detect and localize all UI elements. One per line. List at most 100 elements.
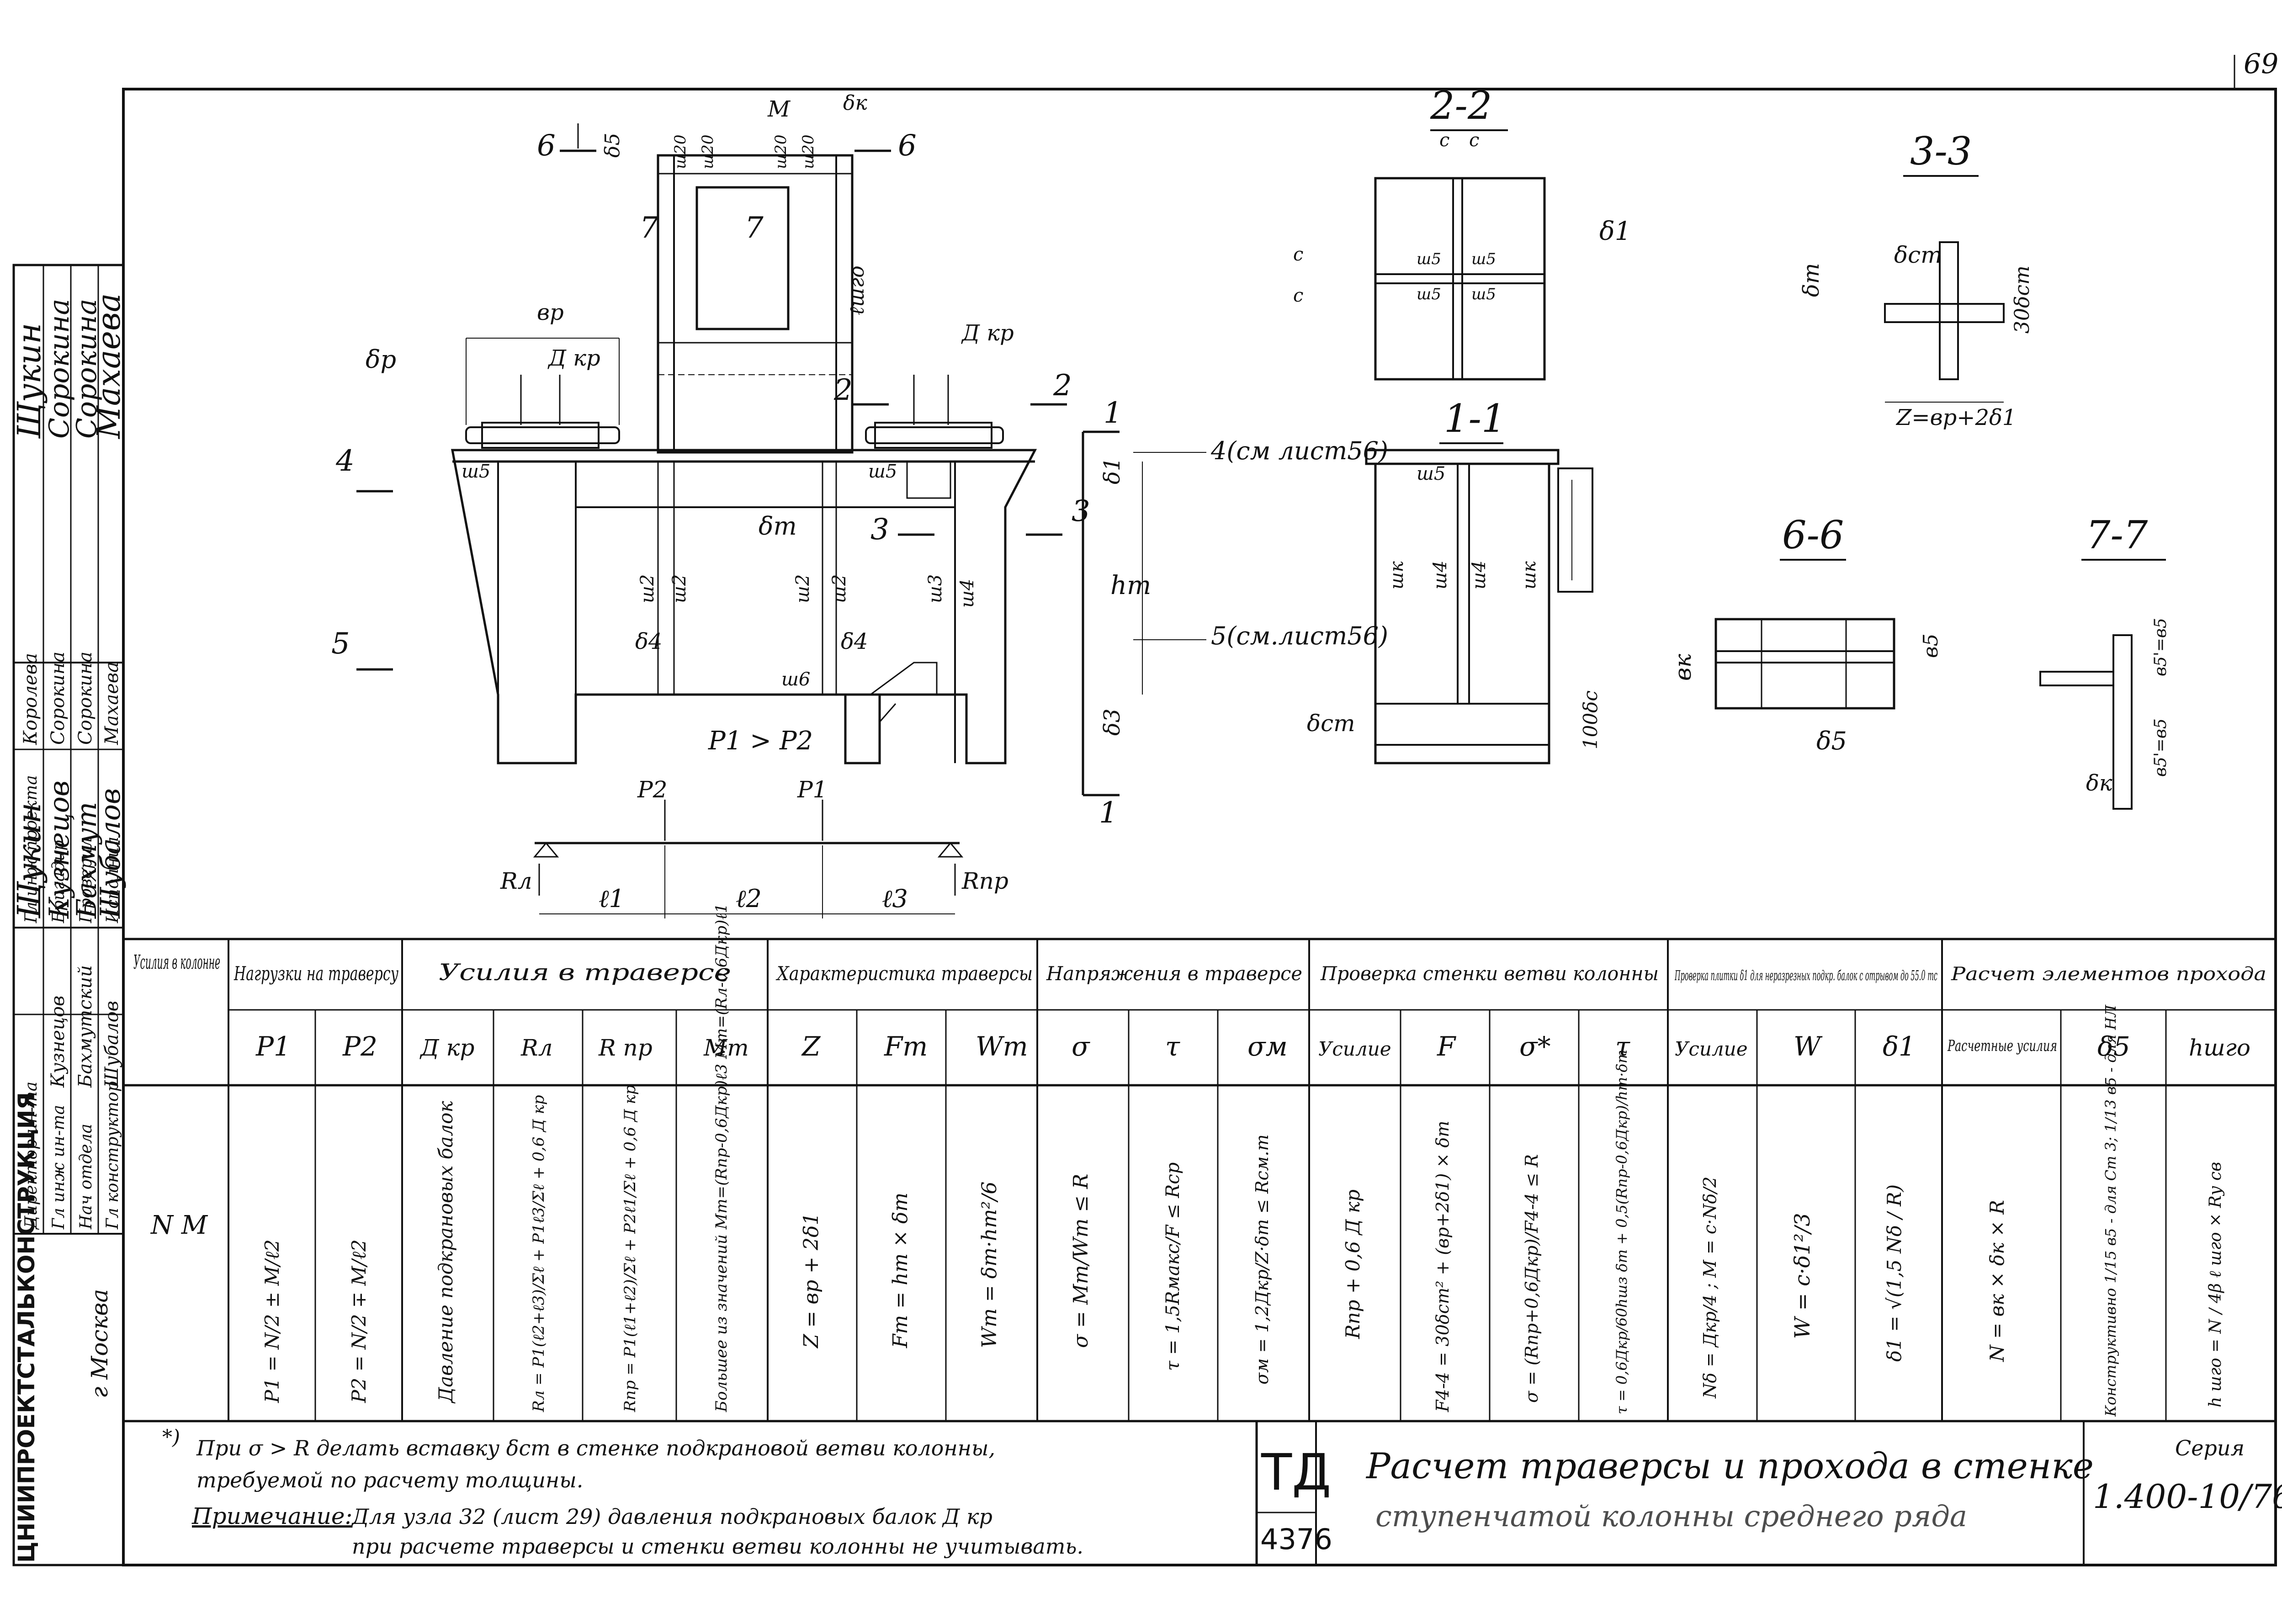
scheme-r-left: Rл <box>500 868 532 894</box>
label-sh5-right: ш5 <box>868 461 897 482</box>
stamp-name-3: Шубалов <box>101 1001 122 1088</box>
sub-dkr: Д кр <box>419 1035 474 1061</box>
cell-mt: Большее из значений Mт=(Rпр-0,6Дкр)ℓ3 Mт… <box>712 903 731 1412</box>
label-sh5-22-3: ш5 <box>1417 285 1441 303</box>
label-p1-gt-p2: P1 > P2 <box>708 726 813 756</box>
group-stresses: Напряжения в траверсе <box>1046 962 1302 985</box>
label-sh2-1: ш2 <box>637 574 658 603</box>
stamp-role-3: Нач отдела <box>77 1124 96 1230</box>
cut-7-left: 7 <box>640 211 658 245</box>
label-delta-st-33: δст <box>1894 242 1942 268</box>
cut-1-bottom: 1 <box>1099 796 1118 830</box>
section-2-2-title: 2-2 <box>1430 83 1492 128</box>
sub-w: W <box>1794 1031 1823 1062</box>
label-z-formula: Z=вр+2δ1 <box>1895 405 2016 430</box>
section-1-1: 1-1 ш5 шк ш4 ш4 шк δст 100δс <box>1307 396 1602 764</box>
sub-delta5: δ5 <box>2097 1031 2130 1062</box>
td-mark: ТД <box>1261 1443 1331 1502</box>
signature-7: Бахмут <box>71 802 103 919</box>
label-b-k-66: вк <box>1670 654 1696 681</box>
stamp-city: г Москва <box>86 1289 113 1398</box>
group-loads: Нагрузки на траверсу <box>234 962 398 985</box>
label-delta-k-77: δк <box>2086 770 2112 796</box>
stamp-role-1: Директор ин-та <box>22 1082 41 1230</box>
label-sh5-22-4: ш5 <box>1471 285 1496 303</box>
label-delta5-66: δ5 <box>1816 727 1847 755</box>
sub-delta1: δ1 <box>1883 1031 1916 1062</box>
label-delta-k-top: δк <box>843 91 867 115</box>
stamp-role-2: Гл инж ин-та <box>49 1105 68 1230</box>
section-7-7: 7-7 в5'=в5 в5'=в5 δк <box>2039 513 2170 810</box>
label-shk-11-1: шк <box>1386 561 1407 589</box>
label-delta5-top: δ5 <box>601 133 624 158</box>
cell-tau-2: τ = 0,6Дкр/60hшз δт + 0,5(Rпр-0,6Дкр)/hт… <box>1613 1050 1630 1414</box>
cell-delta1: δ1 = √(1,5 Nδ / R) <box>1883 1184 1905 1362</box>
label-30-delta-st: 30δст <box>2011 265 2034 334</box>
cut-6-left: 6 <box>537 129 556 163</box>
sub-h-shgo: hшго <box>2189 1035 2250 1061</box>
label-sh5-11: ш5 <box>1417 463 1445 484</box>
section-3-3: 3-3 δт δст 30δст Z=вр+2δ1 <box>1799 129 2034 430</box>
scheme-l1: ℓ1 <box>599 884 625 913</box>
label-c-22-4: c <box>1293 285 1303 306</box>
cell-p2: P2 = N/2 ∓ M/ℓ2 <box>348 1239 370 1403</box>
title-line-1: Расчет траверсы и прохода в стенке <box>1365 1446 2094 1487</box>
label-sh20-2: ш20 <box>699 135 717 169</box>
sub-p1: P1 <box>255 1031 291 1062</box>
stamp-block: ЦНИИПРОЕКТСТАЛЬКОНСТРУКЦИЯ г Москва Дире… <box>11 264 127 1566</box>
sub-force-1: Усилие <box>1318 1038 1391 1060</box>
cut-4-note: 4(см лист56) <box>1210 436 1388 465</box>
scheme-r-right: Rпр <box>961 868 1008 894</box>
signature-8: Шубалов <box>95 788 127 919</box>
stamp-name-5: Сорокина <box>48 652 69 745</box>
group-col-forces: Усилия в колонне <box>133 951 220 973</box>
cell-wall-force: Rпр + 0,6 Д кр <box>1342 1189 1364 1339</box>
label-sh20-1: ш20 <box>671 135 690 169</box>
label-delta4-right: δ4 <box>841 629 868 654</box>
page-number: 69 <box>2244 48 2278 80</box>
section-2-2: 2-2 c c c c δ1 ш5 ш5 ш5 ш5 <box>1293 83 1631 381</box>
sub-z: Z <box>801 1031 821 1062</box>
label-delta-t: δт <box>759 512 797 541</box>
sub-sigma-m: σм <box>1247 1031 1288 1062</box>
label-delta1-elev: δ1 <box>1099 457 1125 484</box>
stamp-role-6: Бригадир <box>49 840 68 923</box>
label-sh6: ш6 <box>781 669 810 690</box>
sub-wt: Wт <box>976 1031 1028 1062</box>
sub-tau-2: τ <box>1615 1031 1630 1062</box>
scheme-l3: ℓ3 <box>882 884 908 913</box>
sub-force-2: Усилие <box>1675 1038 1748 1060</box>
title-block: ТД 4376 Расчет траверсы и прохода в стен… <box>1255 1420 2282 1566</box>
series-label: Серия <box>2175 1436 2245 1460</box>
scheme-l2: ℓ2 <box>736 884 762 913</box>
cell-w: W = c·δ1²/3 <box>1790 1213 1815 1339</box>
sub-sigma-star: σ* <box>1519 1031 1551 1062</box>
cell-n-delta: Nδ = Дкр/4 ; M = c·Nδ/2 <box>1700 1177 1720 1399</box>
series-number: 1.400-10/76 <box>2093 1477 2282 1516</box>
sub-p2: P2 <box>342 1031 377 1062</box>
cut-5-note: 5(см.лист56) <box>1211 621 1388 650</box>
group-wall-check: Проверка стенки ветви колонны <box>1320 962 1659 985</box>
scheme-p2: P2 <box>637 776 667 803</box>
stamp-role-7: Проверил <box>77 837 96 923</box>
cell-dkr: Давление подкрановых балок <box>435 1101 457 1404</box>
label-sh-ugo: ℓшго <box>845 265 869 315</box>
group-passage: Расчет элементов прохода <box>1951 964 2266 985</box>
cell-wt: Wт = δт·hт²/6 <box>978 1181 1001 1348</box>
stamp-role-5: Гл инж проекта <box>22 775 41 923</box>
note-prim-label: Примечание: <box>191 1503 352 1529</box>
cell-sigma-m: σм = 1,2Дкр/Z·δт ≤ Rсм.т <box>1252 1135 1272 1385</box>
label-b-p: вр <box>537 300 564 325</box>
cell-n: N = вк × δк × R <box>1986 1200 2008 1362</box>
cell-ft: Fт = hт × δт <box>889 1193 912 1348</box>
stamp-name-1: Кузнецов <box>48 996 69 1088</box>
stamp-role-8: Исполнил <box>103 837 122 923</box>
label-delta-p: δр <box>366 345 396 374</box>
cell-tau: τ = 1,5Rмакс/F ≤ Rср <box>1162 1162 1183 1371</box>
label-c-22-2: c <box>1469 130 1479 151</box>
section-7-7-title: 7-7 <box>2086 513 2148 557</box>
label-sh4-11-1: ш4 <box>1430 561 1451 589</box>
sub-ft: Fт <box>884 1031 928 1062</box>
section-3-3-title: 3-3 <box>1910 129 1972 174</box>
